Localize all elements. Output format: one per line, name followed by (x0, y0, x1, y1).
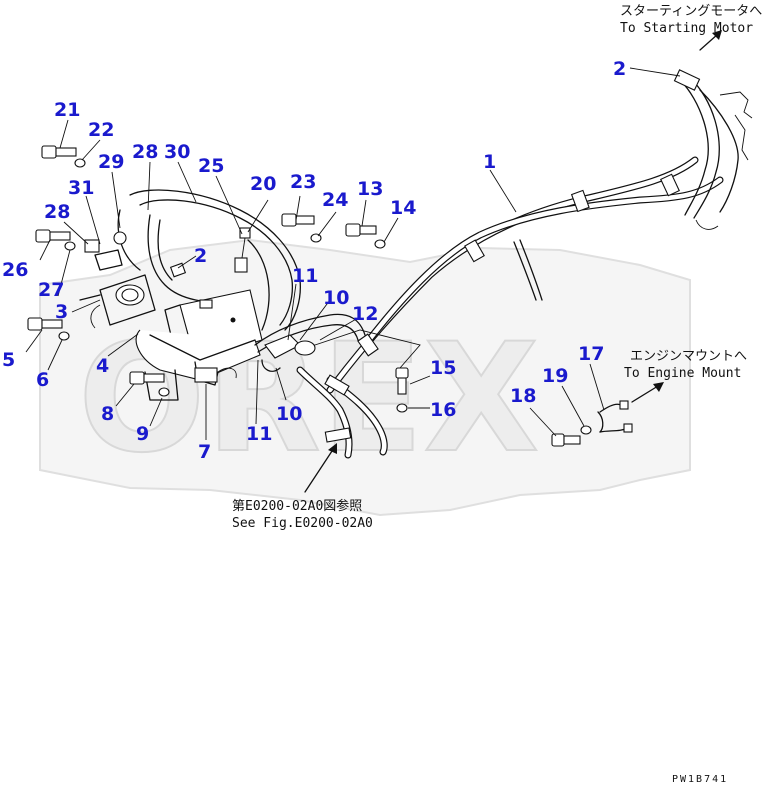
controller-assembly (79, 189, 366, 401)
part-label-20: 20 (250, 173, 276, 195)
part-number-labels: 1 2 2 3 4 5 6 7 8 9 10 10 11 11 12 13 14… (2, 58, 626, 463)
part-label-24: 24 (322, 189, 348, 211)
part-label-3: 3 (55, 301, 68, 323)
part-label-29: 29 (98, 151, 124, 173)
part-label-10-upper: 10 (323, 287, 349, 309)
bolt-18 (551, 433, 581, 447)
lower-hose (296, 329, 421, 459)
arrow-to-engine-mount-icon (653, 382, 664, 392)
main-harness (326, 69, 753, 394)
part-label-8: 8 (101, 403, 114, 425)
arrow-see-fig-icon (328, 443, 337, 454)
bolt-5 (27, 317, 63, 331)
part-label-6: 6 (36, 369, 49, 391)
part-label-27: 27 (38, 279, 64, 301)
part-label-21: 21 (54, 99, 80, 121)
part-label-30: 30 (164, 141, 190, 163)
bolt-8 (129, 371, 165, 385)
washer-27 (64, 241, 76, 251)
bolt-13 (345, 223, 377, 237)
part-label-4: 4 (96, 355, 109, 377)
cable-17 (597, 400, 633, 433)
arrow-to-starting-motor-icon (712, 30, 722, 40)
part-label-11-upper: 11 (292, 265, 318, 287)
part-label-11-lower: 11 (246, 423, 272, 445)
part-label-7: 7 (198, 441, 211, 463)
washer-19 (580, 425, 592, 435)
washer-9 (158, 387, 170, 397)
note-see-fig-en: See Fig.E0200-02A0 (232, 516, 373, 531)
hardware (27, 145, 633, 447)
bolt-21 (41, 145, 77, 159)
part-label-2-upper: 2 (613, 58, 626, 80)
part-label-5: 5 (2, 349, 15, 371)
part-label-22: 22 (88, 119, 114, 141)
direction-arrows (304, 30, 722, 493)
washer-22 (74, 158, 86, 168)
part-label-1: 1 (483, 151, 496, 173)
part-label-26: 26 (2, 259, 28, 281)
drawing-code: PW1B741 (672, 774, 728, 785)
part-label-14: 14 (390, 197, 416, 219)
part-label-10-lower: 10 (276, 403, 302, 425)
bolt-23 (281, 213, 315, 227)
part-label-31: 31 (68, 177, 94, 199)
part-label-17: 17 (578, 343, 604, 365)
notes: スターティングモータへ To Starting Motor エンジンマウントへ … (232, 4, 762, 785)
part-label-2-lower: 2 (194, 245, 207, 267)
note-starting-motor-jp: スターティングモータへ (620, 4, 762, 19)
washer-24 (310, 233, 322, 243)
part-label-16: 16 (430, 399, 456, 421)
washer-16 (396, 403, 408, 413)
part-label-15: 15 (430, 357, 456, 379)
washer-14 (374, 239, 386, 249)
part-label-13: 13 (357, 178, 383, 200)
part-label-28-upper: 28 (132, 141, 158, 163)
leader-lines (25, 67, 681, 440)
part-label-12: 12 (352, 303, 378, 325)
part-label-23: 23 (290, 171, 316, 193)
part-label-25: 25 (198, 155, 224, 177)
note-engine-mount-jp: エンジンマウントへ (630, 349, 747, 364)
bolt-15 (395, 367, 409, 395)
note-engine-mount-en: To Engine Mount (624, 366, 741, 381)
washer-6 (58, 331, 70, 341)
part-label-9: 9 (136, 423, 149, 445)
bolt-26 (35, 229, 71, 243)
note-see-fig-jp: 第E0200-02A0図参照 (232, 498, 362, 514)
part-label-28-lower: 28 (44, 201, 70, 223)
part-label-18: 18 (510, 385, 536, 407)
part-label-19: 19 (542, 365, 568, 387)
note-starting-motor-en: To Starting Motor (620, 21, 753, 36)
